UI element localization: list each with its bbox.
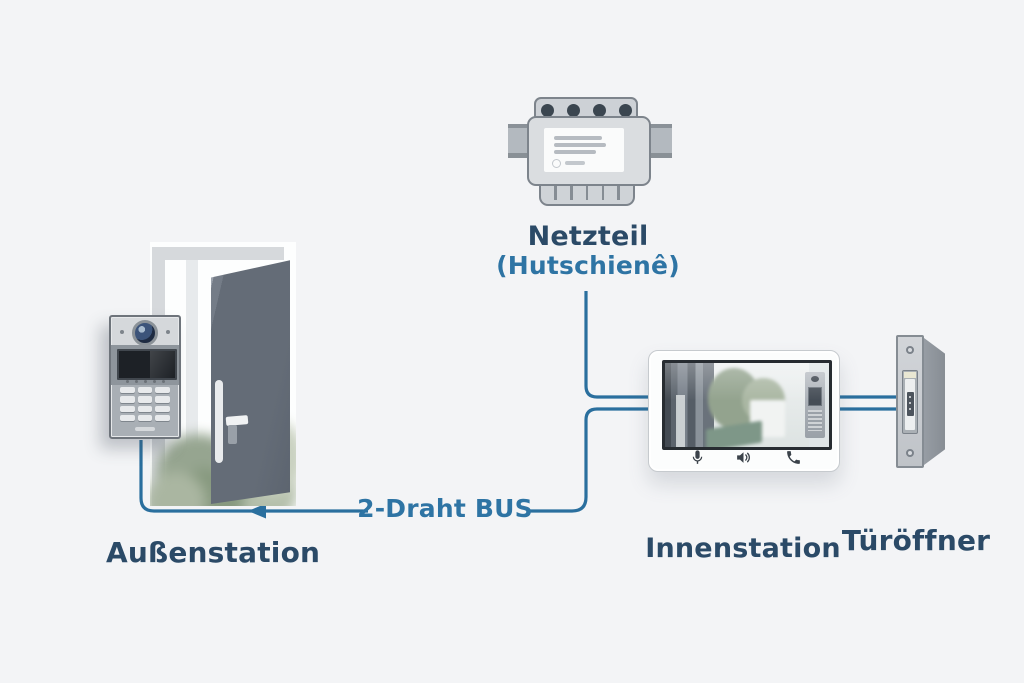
outdoor-station-device (109, 315, 181, 439)
key (137, 387, 153, 394)
terminal-fin (617, 184, 620, 200)
door-opener-side (920, 335, 945, 468)
label-line (554, 136, 602, 140)
terminal-fin (570, 184, 573, 200)
innenstation-label: Innenstation (645, 533, 841, 564)
key (155, 396, 170, 403)
bus-arrowhead (248, 503, 266, 519)
tueroeffner-label: Türöffner (841, 524, 991, 557)
key (155, 405, 170, 412)
power-supply-body (527, 116, 651, 186)
screen-garden-view (665, 363, 829, 447)
aussenstation-label: Außenstation (106, 536, 321, 569)
vent-hole (618, 104, 632, 117)
door-pull-bar (215, 380, 223, 463)
label-line (554, 143, 606, 147)
station-button-row (111, 380, 179, 383)
door-frame-top (152, 247, 284, 260)
key (120, 414, 135, 421)
bus-label: 2-Draht BUS (357, 494, 533, 523)
terminal-fin (585, 184, 589, 200)
indoor-station-device (648, 350, 840, 472)
vent-hole (566, 104, 580, 117)
screen-window-frame (665, 363, 715, 447)
wire-bus-to-aussenstation (139, 440, 368, 513)
key (137, 405, 153, 412)
station-brand-tag (135, 427, 155, 431)
door-handle-grip (228, 425, 237, 444)
terminal-fin (601, 184, 604, 200)
monitor-screen (662, 360, 832, 450)
key (155, 414, 170, 421)
key (137, 414, 153, 421)
wire-innenstation-to-bus (527, 407, 652, 513)
strike-bolt (906, 392, 914, 416)
key (120, 405, 135, 412)
key (155, 387, 170, 394)
terminal-fin (554, 184, 557, 200)
label-dash (565, 161, 585, 165)
door-jamb (186, 260, 198, 470)
wire-netzteil-to-innenstation (584, 291, 652, 399)
camera-lens (132, 320, 158, 346)
strike-latch (902, 370, 918, 434)
vent-hole (540, 104, 554, 117)
hutschiene-sublabel: (Hutschienê) (496, 251, 680, 280)
screen-doorstation-preview (805, 372, 825, 438)
key (120, 387, 135, 394)
station-keypad (120, 387, 170, 421)
door-opener-device (896, 335, 924, 468)
phone-icon (787, 451, 800, 464)
power-supply-label-card (544, 128, 624, 172)
label-line (554, 150, 596, 154)
vent-hole (592, 104, 606, 117)
camera-mic-hole (166, 330, 170, 334)
key (120, 396, 135, 403)
microphone-icon (692, 450, 703, 464)
station-display (117, 349, 177, 380)
netzteil-label: Netzteil (527, 221, 649, 252)
screw (906, 449, 914, 457)
screw (906, 346, 914, 354)
open-door-leaf (211, 260, 290, 505)
key (137, 396, 153, 403)
camera-led (120, 330, 124, 334)
label-ring (552, 159, 561, 168)
speaker-icon (737, 452, 750, 463)
